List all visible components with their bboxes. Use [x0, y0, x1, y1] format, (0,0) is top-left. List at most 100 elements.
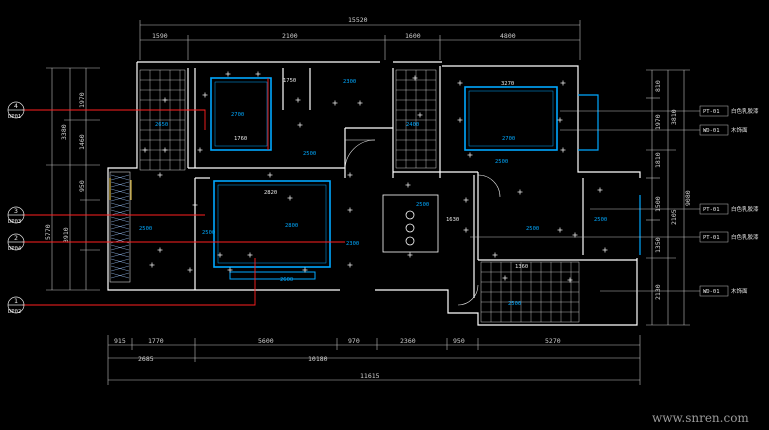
dim-right: 810	[654, 80, 662, 92]
height-label: 2500	[202, 230, 215, 236]
dim-bottom: 915	[114, 337, 126, 345]
dim-left: 1460	[78, 134, 86, 150]
dim-right: 1350	[654, 237, 662, 253]
callout-code: WD-01	[703, 289, 720, 295]
callout-lines	[470, 105, 729, 297]
height-label: 2500	[495, 159, 508, 165]
drawing-stroke	[110, 195, 130, 202]
height-label: 2650	[155, 122, 168, 128]
dim-bottom-total: 11615	[360, 372, 380, 380]
callout-note: 白色乳胶漆	[731, 233, 759, 241]
dim-left: 950	[78, 180, 86, 192]
callout-code: PT-01	[703, 207, 720, 213]
dim-top: 1600	[405, 32, 421, 40]
drawing-stroke	[110, 202, 130, 209]
callout-note: 白色乳胶漆	[731, 205, 759, 213]
dim-bottom: 950	[453, 337, 465, 345]
corridor-block	[382, 194, 439, 253]
marker-2-number: 2	[14, 234, 18, 242]
height-label: 2500	[303, 151, 316, 157]
dim-right: 1810	[654, 152, 662, 168]
section-markers	[7, 101, 25, 314]
marker-1-code: DP02	[8, 309, 21, 315]
dim-bottom: 2685	[138, 355, 154, 363]
marker-4-number: 4	[14, 102, 18, 110]
drawing-stroke	[110, 258, 130, 265]
marker-4-code: DP01	[8, 114, 21, 120]
inner-dim: 3270	[501, 81, 514, 87]
callout-note: 白色乳胶漆	[731, 107, 759, 115]
tile-grids	[139, 69, 580, 323]
dim-left: 3380	[60, 124, 68, 140]
ceiling-inner	[214, 81, 554, 264]
marker-2-code: DP04	[8, 246, 22, 252]
drawing-stroke	[110, 230, 130, 237]
drawing-stroke	[110, 244, 130, 251]
height-label: 2600	[280, 277, 293, 283]
dim-right: 2105	[670, 209, 678, 225]
dim-left: 3910	[62, 227, 70, 243]
dim-right: 3810	[670, 109, 678, 125]
callout-note: 木饰面	[731, 126, 748, 134]
drawing-stroke	[110, 188, 130, 195]
inner-dim: 1750	[283, 78, 296, 84]
doors	[344, 139, 501, 306]
dim-top: 2100	[282, 32, 298, 40]
height-label: 2500	[416, 202, 429, 208]
dim-right: 1970	[654, 114, 662, 130]
dim-bottom: 5600	[258, 337, 274, 345]
marker-1-number: 1	[14, 297, 18, 305]
callout-note: 木饰面	[731, 287, 748, 295]
dimension-lines	[46, 20, 690, 385]
callout-code: PT-01	[703, 109, 720, 115]
drawing-stroke	[110, 216, 130, 223]
dim-top: 4800	[500, 32, 516, 40]
screen-panel	[109, 171, 132, 283]
height-label: 2500	[508, 301, 521, 307]
drawing-stroke	[110, 272, 130, 279]
dimension-texts: 15520 1590 2100 1600 4800 915 1770 5600 …	[44, 16, 692, 380]
inner-dim: 1760	[234, 136, 247, 142]
dim-bottom: 10180	[308, 355, 328, 363]
dim-right: 1500	[654, 196, 662, 212]
height-label: 2500	[139, 226, 152, 232]
dim-bottom: 970	[348, 337, 360, 345]
dim-bottom: 5270	[545, 337, 561, 345]
callout-code: WD-01	[703, 128, 720, 134]
height-label: 2500	[594, 217, 607, 223]
marker-3-number: 3	[14, 207, 18, 215]
dim-left: 1970	[78, 92, 86, 108]
drawing-stroke	[110, 251, 130, 258]
light-fixtures	[142, 71, 608, 283]
callout-code: PT-01	[703, 235, 720, 241]
drawing-stroke	[110, 209, 130, 216]
drawing-stroke	[110, 265, 130, 272]
tile-lines	[140, 70, 579, 322]
height-label: 2400	[406, 122, 419, 128]
dim-top-total: 15520	[348, 16, 368, 24]
inner-dims: 2820 1760 1750 1630 3270 1360	[234, 78, 528, 270]
walls	[107, 61, 641, 326]
dim-bottom: 2360	[400, 337, 416, 345]
drawing-stroke	[110, 223, 130, 230]
dim-right: 2130	[654, 284, 662, 300]
height-labels: 2300 2700 2650 2500 2400 2700 2500 2800 …	[139, 79, 607, 307]
ceiling-outlines	[210, 77, 641, 280]
marker-3-code: DP03	[8, 219, 21, 225]
dim-bottom: 1770	[148, 337, 164, 345]
inner-dim: 2820	[264, 190, 277, 196]
dim-top: 1590	[152, 32, 168, 40]
height-label: 2500	[526, 226, 539, 232]
drawing-stroke	[110, 174, 130, 181]
inner-dim: 1360	[515, 264, 528, 270]
height-label: 2300	[346, 241, 359, 247]
height-label: 2700	[502, 136, 515, 142]
height-label: 2300	[343, 79, 356, 85]
height-label: 2700	[231, 112, 244, 118]
watermark-text: www.snren.com	[652, 411, 749, 425]
leader-lines	[22, 78, 345, 306]
dim-right-total: 9080	[684, 190, 692, 206]
drawing-stroke	[110, 181, 130, 188]
height-label: 2800	[285, 223, 298, 229]
